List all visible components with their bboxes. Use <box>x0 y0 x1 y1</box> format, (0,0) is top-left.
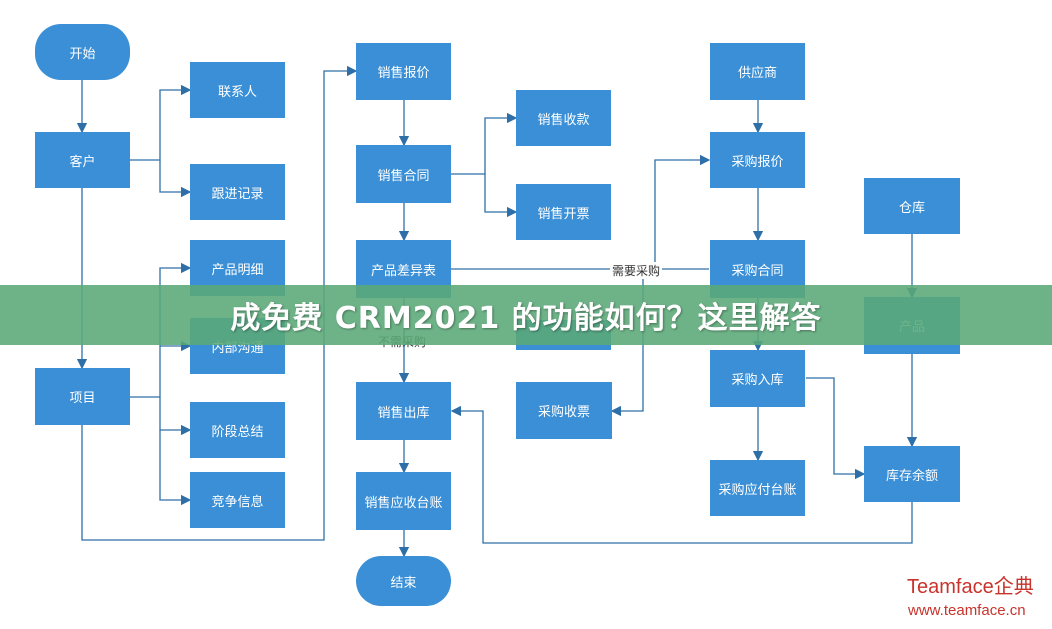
node-sales-invoice: 销售开票 <box>516 184 611 240</box>
node-sales-quote: 销售报价 <box>356 43 451 100</box>
edge-project-stage <box>159 397 192 436</box>
brand-url: www.teamface.cn <box>908 602 1026 619</box>
edge-inbound-inventory <box>806 377 866 480</box>
edge-project-salesquote <box>81 65 358 541</box>
banner-title: 成免费 CRM2021 的功能如何？这里解答 <box>230 301 822 336</box>
node-warehouse: 仓库 <box>864 178 960 234</box>
node-sales-outbound: 销售出库 <box>356 382 451 440</box>
edge-label-need-purchase: 需要采购 <box>610 262 663 279</box>
edge-inventory-outbound <box>450 405 913 544</box>
node-supplier: 供应商 <box>710 43 805 100</box>
node-stage-summary: 阶段总结 <box>190 402 285 458</box>
node-end: 结束 <box>356 556 451 606</box>
node-inventory-balance: 库存余额 <box>864 446 960 502</box>
node-follow-up: 跟进记录 <box>190 164 285 220</box>
node-sales-receipt: 销售收款 <box>516 90 611 146</box>
node-purchase-ap-ledger: 采购应付台账 <box>710 460 805 516</box>
edge-diff-purchasequote <box>451 154 711 270</box>
node-contact: 联系人 <box>190 62 285 118</box>
node-customer: 客户 <box>35 132 130 188</box>
brand-logo-text: Teamface企典 <box>907 576 1034 598</box>
node-project: 项目 <box>35 368 130 425</box>
edge-contract-invoice <box>484 174 518 218</box>
node-sales-ar-ledger: 销售应收台账 <box>356 472 451 530</box>
node-start: 开始 <box>35 24 130 80</box>
node-purchase-inbound: 采购入库 <box>710 350 805 407</box>
node-purchase-quote: 采购报价 <box>710 132 805 188</box>
node-sales-contract: 销售合同 <box>356 145 451 203</box>
title-banner: 成免费 CRM2021 的功能如何？这里解答 <box>0 285 1052 345</box>
edge-project-competitor <box>159 430 192 506</box>
edge-customer-contact <box>130 84 192 161</box>
edge-contract-receipt <box>451 112 518 175</box>
node-competitor: 竞争信息 <box>190 472 285 528</box>
edge-customer-followup <box>159 160 192 198</box>
node-purchase-receipt: 采购收票 <box>516 382 612 439</box>
